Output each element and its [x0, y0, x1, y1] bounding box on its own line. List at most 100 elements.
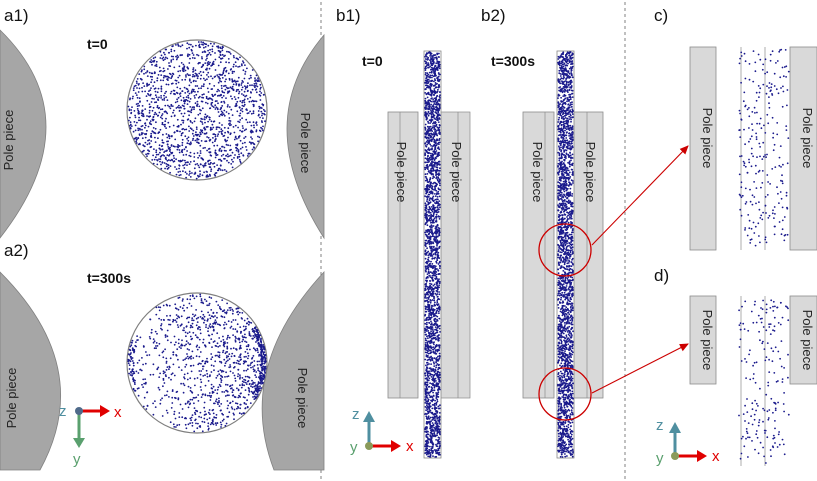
particle-dot [186, 150, 189, 152]
particle-dot [218, 397, 220, 400]
particle-dot [431, 276, 434, 279]
particle-dot [432, 125, 435, 127]
particle-dot [137, 129, 140, 132]
particle-dot [432, 215, 435, 218]
particle-dot [236, 330, 239, 332]
particle-dot [237, 96, 240, 99]
particle-dot [426, 200, 428, 203]
particle-dot [208, 52, 211, 54]
particle-dot [137, 102, 140, 105]
particle-dot [248, 390, 251, 393]
particle-dot [200, 362, 202, 365]
particle-dot [251, 88, 254, 91]
particle-dot [136, 335, 139, 337]
particle-dot [177, 146, 180, 149]
particle-dot [424, 97, 427, 100]
particle-dot [427, 386, 430, 388]
particle-dot [186, 378, 189, 381]
particle-dot [166, 159, 169, 162]
particle-dot [135, 370, 138, 373]
particle-dot [426, 321, 428, 324]
particle-dot [252, 103, 255, 106]
particle-dot [426, 80, 429, 82]
particle-dot [155, 345, 157, 347]
particle-dot [189, 422, 192, 425]
particle-dot [436, 452, 439, 455]
particle-dot [142, 144, 145, 147]
particle-dot [176, 348, 179, 351]
particle-dot [425, 385, 428, 388]
particle-dot [140, 133, 143, 136]
particle-dot [425, 409, 427, 412]
particle-dot [433, 236, 436, 239]
particle-dot [219, 61, 222, 64]
particle-dot [170, 115, 173, 118]
particle-dot [249, 121, 251, 123]
particle-dot [430, 312, 432, 315]
particle-dot [131, 97, 134, 100]
particle-dot [225, 170, 228, 173]
particle-dot [205, 101, 207, 104]
particle-dot [199, 328, 202, 331]
particle-dot [435, 383, 438, 386]
particle-dot [127, 362, 130, 365]
particle-dot [189, 326, 192, 329]
particle-dot [212, 126, 215, 129]
particle-dot [439, 388, 441, 391]
particle-dot [251, 338, 254, 340]
particle-dot [237, 307, 240, 310]
particle-dot [213, 144, 216, 147]
particle-dot [187, 55, 189, 58]
particle-dot [430, 185, 433, 187]
particle-dot [432, 218, 435, 221]
particle-dot [429, 345, 431, 348]
particle-dot [178, 104, 180, 107]
particle-dot [194, 117, 197, 120]
particle-dot [250, 385, 252, 388]
particle-dot [212, 391, 215, 394]
particle-dot [217, 304, 220, 306]
particle-dot [433, 449, 436, 451]
particle-dot [178, 366, 180, 369]
particle-dot [170, 407, 173, 409]
particle-dot [424, 107, 427, 110]
particle-dot [189, 155, 192, 158]
particle-dot [234, 98, 237, 101]
particle-dot [161, 148, 164, 151]
particle-dot [430, 449, 432, 451]
particle-dot [436, 329, 439, 332]
particle-dot [203, 417, 206, 420]
particle-dot [172, 89, 175, 92]
particle-dot [225, 371, 228, 374]
particle-dot [129, 97, 132, 100]
particle-dot [148, 71, 151, 74]
particle-dot [182, 298, 184, 300]
particle-dot [240, 152, 243, 155]
particle-dot [130, 111, 133, 114]
particle-dot [221, 391, 224, 393]
particle-dot [426, 316, 429, 319]
particle-dot [429, 301, 432, 304]
particle-dot [209, 151, 212, 154]
particle-dot [134, 129, 137, 132]
particle-dot [151, 72, 154, 75]
particle-dot [144, 122, 147, 125]
particle-dot [230, 387, 233, 390]
particle-dot [260, 92, 263, 94]
particle-dot [220, 74, 222, 76]
particle-dot [437, 359, 440, 362]
particle-dot [220, 155, 223, 157]
particle-dot [186, 164, 188, 167]
particle-dot [437, 198, 439, 201]
particle-dot [204, 344, 207, 347]
particle-dot [220, 426, 222, 428]
particle-dot [431, 76, 433, 79]
particle-dot [438, 419, 441, 421]
particle-dot [224, 80, 227, 83]
particle-dot [205, 68, 207, 71]
particle-dot [429, 374, 431, 377]
particle-dot [160, 324, 162, 327]
particle-dot [239, 363, 241, 366]
particle-dot [434, 336, 437, 339]
particle-dot [134, 137, 137, 140]
